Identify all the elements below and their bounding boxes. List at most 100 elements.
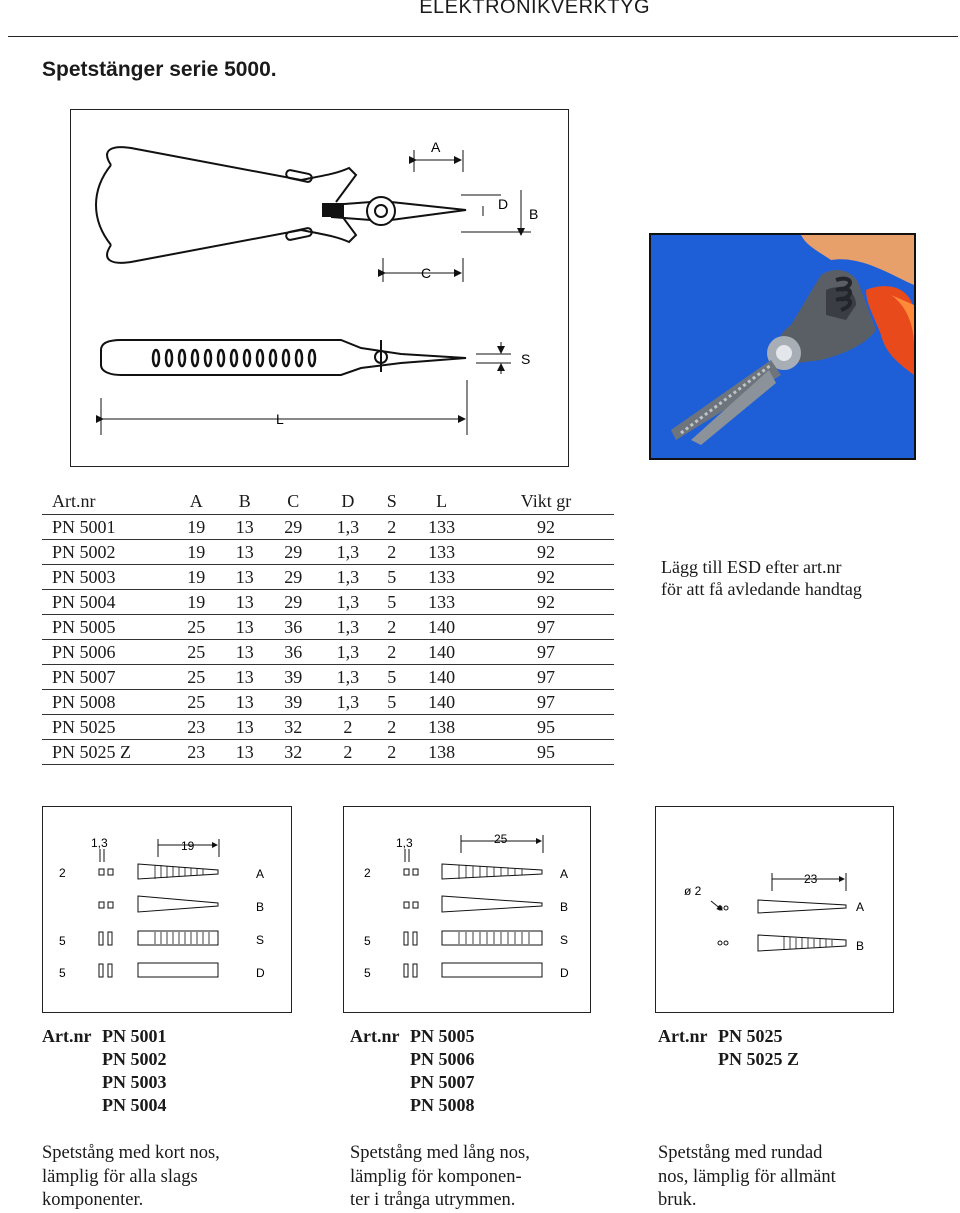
table-cell: 2 — [378, 614, 406, 640]
table-cell: 95 — [477, 739, 614, 765]
table-cell: 1,3 — [317, 564, 379, 590]
description-line: Spetstång med rundad — [658, 1143, 823, 1163]
table-cell: 13 — [220, 539, 270, 565]
table-cell: PN 5007 — [42, 664, 172, 690]
tip-dim-s: 5 — [364, 934, 371, 948]
product-description: Spetstång med kort nos, lämplig för alla… — [42, 1142, 302, 1213]
dim-label-d: D — [498, 196, 508, 212]
table-cell: 25 — [172, 614, 221, 640]
table-cell: 133 — [405, 589, 478, 615]
table-cell: PN 5003 — [42, 564, 172, 590]
list-item: PN 5005 — [409, 1026, 475, 1046]
table-cell: PN 5025 — [42, 714, 172, 740]
table-cell: 29 — [269, 514, 318, 540]
art-label: Art.nr — [350, 1026, 400, 1046]
table-cell: 1,3 — [317, 589, 379, 615]
table-cell: 13 — [220, 739, 270, 765]
tip-dim-d: 1,3 — [91, 836, 108, 850]
table-cell: PN 5008 — [42, 689, 172, 715]
article-group: Art.nr PN 5005 PN 5006 PN 5007 PN 5008 — [350, 1025, 474, 1117]
table-cell: 25 — [172, 639, 221, 665]
table-cell: 2 — [378, 514, 406, 540]
tip-dim-s: 5 — [59, 934, 66, 948]
table-cell: 2 — [317, 714, 379, 740]
table-cell: 25 — [172, 664, 221, 690]
table-cell: 32 — [269, 739, 318, 765]
table-cell: 13 — [220, 664, 270, 690]
esd-note-line: Lägg till ESD efter art.nr — [661, 557, 842, 577]
table-cell: PN 5001 — [42, 514, 172, 540]
product-description: Spetstång med lång nos, lämplig för komp… — [350, 1142, 610, 1213]
col-header: Art.nr — [52, 490, 96, 511]
table-cell: 39 — [269, 689, 318, 715]
table-cell: 19 — [172, 564, 221, 590]
table-cell: 39 — [269, 664, 318, 690]
tip-dim-s: 5 — [364, 966, 371, 980]
description-line: ter i trånga utrymmen. — [350, 1190, 516, 1210]
tip-label: A — [560, 867, 568, 881]
description-line: lämplig för komponen- — [350, 1166, 522, 1187]
table-cell: 140 — [405, 689, 478, 715]
table-cell: 92 — [477, 514, 614, 540]
table-cell: 25 — [172, 689, 221, 715]
table-cell: 13 — [220, 639, 270, 665]
table-cell: 133 — [405, 514, 478, 540]
list-item: PN 5006 — [409, 1049, 475, 1069]
table-cell: 97 — [477, 689, 614, 715]
list-item: PN 5007 — [409, 1072, 475, 1092]
col-header: L — [436, 490, 448, 511]
pliers-side-view — [100, 339, 467, 376]
list-item: PN 5008 — [409, 1095, 475, 1115]
art-list: PN 5025 PN 5025 Z — [718, 1025, 799, 1071]
art-list: PN 5005 PN 5006 PN 5007 PN 5008 — [410, 1025, 475, 1117]
tip-label: D — [256, 966, 265, 980]
description-line: bruk. — [658, 1190, 697, 1210]
table-cell: 140 — [405, 639, 478, 665]
tip-label: A — [856, 900, 864, 914]
table-cell: 1,3 — [317, 514, 379, 540]
pliers-dimension-diagram: A D B C S — [70, 109, 569, 467]
table-cell: 32 — [269, 714, 318, 740]
list-item: PN 5025 — [717, 1026, 783, 1046]
table-cell: 95 — [477, 714, 614, 740]
description-line: lämplig för alla slags — [42, 1166, 198, 1187]
table-cell: 29 — [269, 589, 318, 615]
table-cell: 1,3 — [317, 614, 379, 640]
table-cell: 2 — [378, 739, 406, 765]
tip-diagram-round: ø 2 23 A B — [655, 806, 894, 1013]
esd-note-line: för att få avledande handtag — [661, 579, 862, 599]
table-cell: 92 — [477, 564, 614, 590]
table-cell: 19 — [172, 589, 221, 615]
table-cell: 2 — [378, 714, 406, 740]
dim-label-s: S — [521, 351, 530, 367]
table-cell: PN 5004 — [42, 589, 172, 615]
pliers-photo — [649, 233, 916, 460]
description-line: komponenter. — [42, 1190, 144, 1210]
table-cell: 140 — [405, 664, 478, 690]
table-cell: PN 5025 Z — [42, 739, 172, 765]
col-header: C — [287, 490, 300, 511]
table-cell: 5 — [378, 589, 406, 615]
table-cell: 138 — [405, 714, 478, 740]
dim-label-c: C — [421, 265, 431, 281]
table-cell: 133 — [405, 539, 478, 565]
tip-label: A — [256, 867, 264, 881]
table-cell: 5 — [378, 664, 406, 690]
table-cell: 19 — [172, 539, 221, 565]
table-cell: 36 — [269, 614, 318, 640]
table-cell: 97 — [477, 639, 614, 665]
article-group: Art.nr PN 5001 PN 5002 PN 5003 PN 5004 — [42, 1025, 166, 1117]
art-list: PN 5001 PN 5002 PN 5003 PN 5004 — [102, 1025, 167, 1117]
table-cell: 2 — [317, 739, 379, 765]
table-cell: 138 — [405, 739, 478, 765]
header-divider — [8, 36, 958, 37]
tip-diagram-short: 1,3 19 2 5 5 A B S D — [42, 806, 292, 1013]
tip-label: S — [560, 933, 568, 947]
